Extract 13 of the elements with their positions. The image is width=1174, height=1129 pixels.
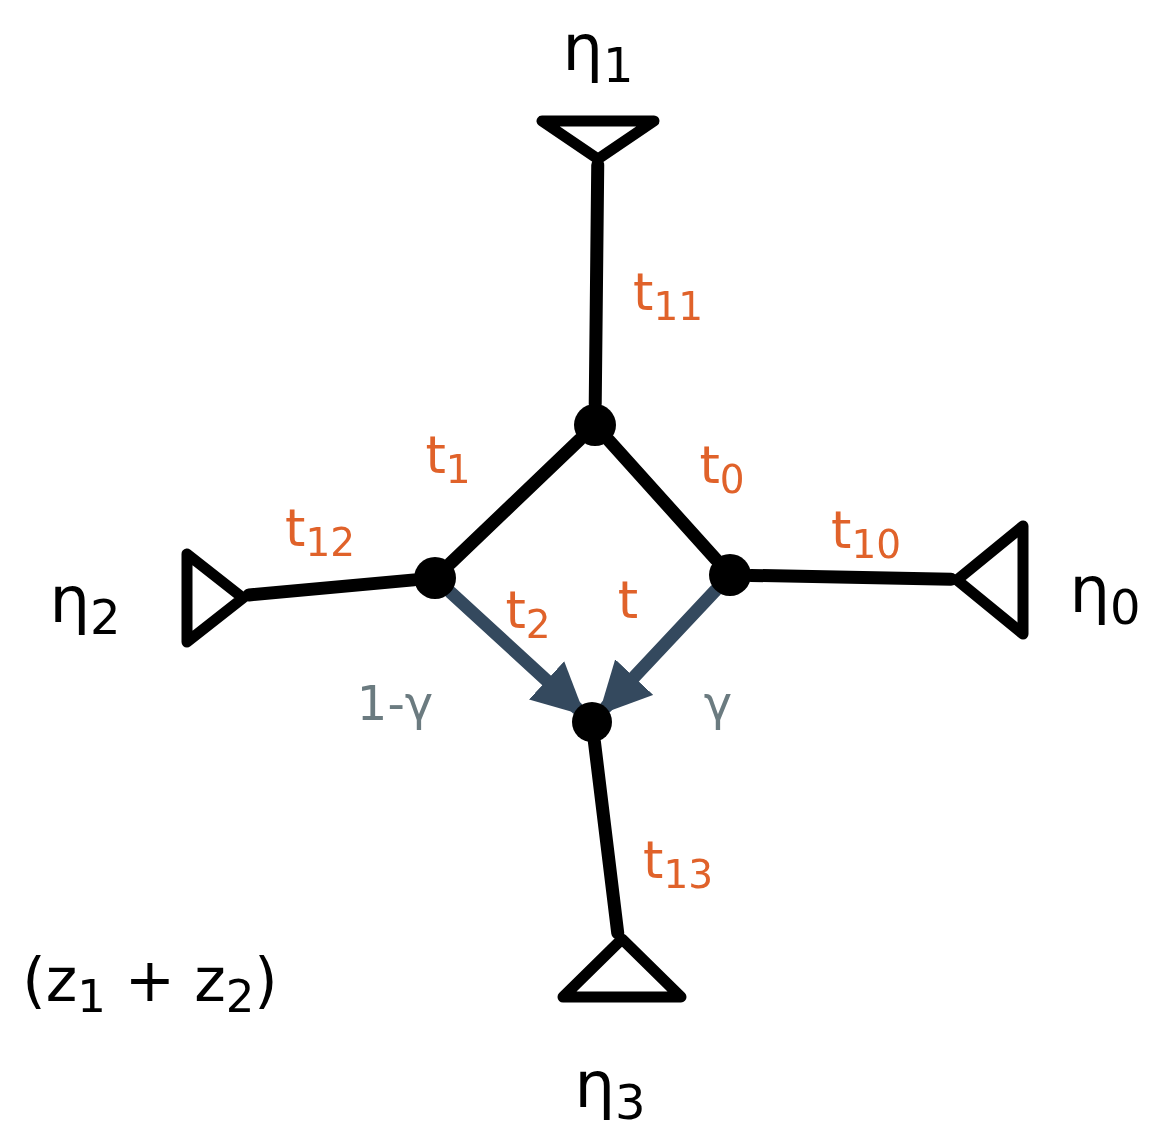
edge-label: t$_{11}$ xyxy=(633,266,703,318)
edge-line xyxy=(602,434,723,566)
triangle-symbol xyxy=(536,115,660,165)
arrow xyxy=(598,583,723,715)
formula-label: (z$_{1}$ + z$_{2}$) xyxy=(22,950,278,1010)
edge-line xyxy=(443,433,587,570)
edge-label: t xyxy=(617,574,639,626)
triangle-symbol xyxy=(181,548,249,648)
triangle-symbol xyxy=(951,520,1029,640)
edge-label: t$_{12}$ xyxy=(285,502,355,554)
edge-label: t$_{2}$ xyxy=(505,584,551,636)
triangle-symbol xyxy=(557,933,687,1003)
edge-label: t$_{1}$ xyxy=(425,429,471,481)
